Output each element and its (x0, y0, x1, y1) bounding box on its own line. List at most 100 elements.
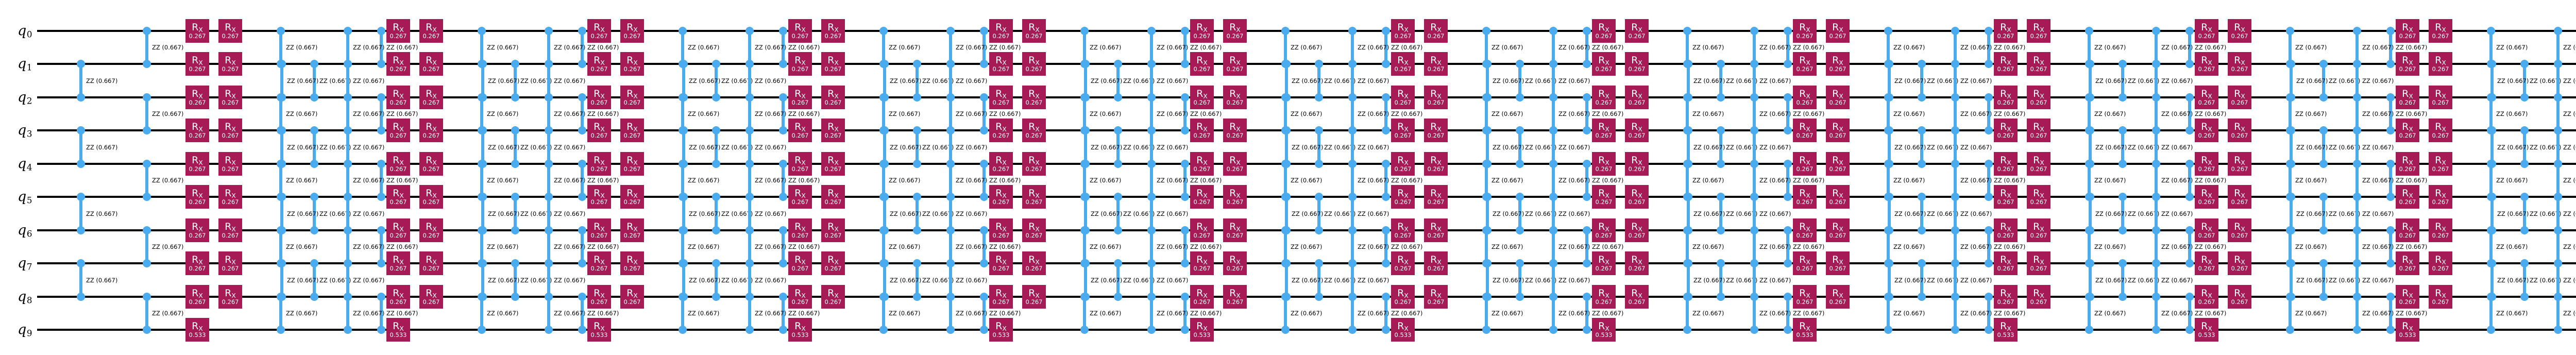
zz-gate-dot[interactable] (1951, 226, 1959, 234)
zz-gate-dot[interactable] (880, 60, 889, 68)
zz-gate-dot[interactable] (1717, 293, 1725, 301)
zz-gate-dot[interactable] (2287, 293, 2295, 301)
zz-gate-dot[interactable] (2520, 226, 2529, 234)
zz-gate-dot[interactable] (2319, 259, 2328, 267)
zz-gate-dot[interactable] (2488, 293, 2496, 301)
zz-gate-dot[interactable] (1181, 93, 1189, 102)
zz-gate-dot[interactable] (1483, 226, 1492, 234)
zz-gate-dot[interactable] (980, 27, 988, 35)
zz-gate-dot[interactable] (2185, 259, 2194, 267)
zz-gate-dot[interactable] (377, 27, 385, 35)
zz-gate-dot[interactable] (77, 259, 85, 267)
zz-gate-dot[interactable] (1080, 27, 1089, 35)
zz-gate-dot[interactable] (2386, 326, 2395, 334)
zz-gate-dot[interactable] (980, 126, 988, 134)
zz-gate-dot[interactable] (2353, 27, 2361, 35)
zz-gate-dot[interactable] (1114, 126, 1122, 134)
zz-gate-dot[interactable] (880, 126, 889, 134)
zz-gate-dot[interactable] (545, 126, 553, 134)
zz-gate-dot[interactable] (680, 259, 688, 267)
zz-gate-dot[interactable] (1147, 27, 1156, 35)
zz-gate-dot[interactable] (1985, 326, 1993, 334)
zz-gate-dot[interactable] (1081, 60, 1090, 68)
zz-gate-dot[interactable] (545, 160, 553, 168)
zz-gate-dot[interactable] (1482, 326, 1490, 334)
zz-gate-dot[interactable] (1315, 93, 1323, 102)
zz-gate-dot[interactable] (779, 293, 787, 301)
zz-gate-dot[interactable] (745, 259, 754, 267)
zz-gate-dot[interactable] (880, 193, 889, 201)
zz-gate-dot[interactable] (1315, 293, 1323, 301)
zz-gate-dot[interactable] (1951, 60, 1959, 68)
zz-gate-dot[interactable] (1683, 326, 1691, 334)
zz-gate-dot[interactable] (578, 27, 586, 35)
zz-gate-dot[interactable] (1348, 193, 1357, 201)
zz-gate-dot[interactable] (679, 326, 687, 334)
zz-gate-dot[interactable] (1516, 126, 1524, 134)
zz-gate-dot[interactable] (1483, 60, 1492, 68)
zz-gate-dot[interactable] (2386, 259, 2395, 267)
zz-gate-dot[interactable] (2488, 126, 2496, 134)
zz-gate-dot[interactable] (779, 226, 787, 234)
zz-gate-dot[interactable] (1951, 160, 1959, 168)
zz-gate-dot[interactable] (1181, 259, 1189, 267)
zz-gate-dot[interactable] (77, 93, 85, 102)
zz-gate-dot[interactable] (2287, 160, 2295, 168)
zz-gate-dot[interactable] (277, 326, 285, 334)
zz-gate-dot[interactable] (2086, 193, 2094, 201)
zz-gate-dot[interactable] (2554, 259, 2562, 267)
zz-gate-dot[interactable] (1081, 259, 1090, 267)
zz-gate-dot[interactable] (1348, 226, 1357, 234)
zz-gate-dot[interactable] (1081, 226, 1090, 234)
zz-gate-dot[interactable] (1750, 126, 1758, 134)
zz-gate-dot[interactable] (712, 193, 720, 201)
zz-gate-dot[interactable] (1684, 193, 1692, 201)
zz-gate-dot[interactable] (913, 193, 921, 201)
zz-gate-dot[interactable] (946, 326, 955, 334)
zz-gate-dot[interactable] (1114, 293, 1122, 301)
zz-gate-dot[interactable] (278, 259, 286, 267)
zz-gate-dot[interactable] (2353, 193, 2361, 201)
zz-gate-dot[interactable] (478, 326, 486, 334)
zz-gate-dot[interactable] (2319, 193, 2328, 201)
zz-gate-dot[interactable] (1549, 160, 1557, 168)
zz-gate-dot[interactable] (77, 293, 85, 301)
zz-gate-dot[interactable] (1684, 93, 1692, 102)
zz-gate-dot[interactable] (344, 226, 352, 234)
zz-gate-dot[interactable] (77, 60, 85, 68)
zz-gate-dot[interactable] (1951, 93, 1959, 102)
zz-gate-dot[interactable] (1951, 27, 1959, 35)
zz-gate-dot[interactable] (2319, 93, 2328, 102)
zz-gate-dot[interactable] (310, 226, 318, 234)
zz-gate-dot[interactable] (1684, 60, 1692, 68)
zz-gate-dot[interactable] (2152, 60, 2160, 68)
